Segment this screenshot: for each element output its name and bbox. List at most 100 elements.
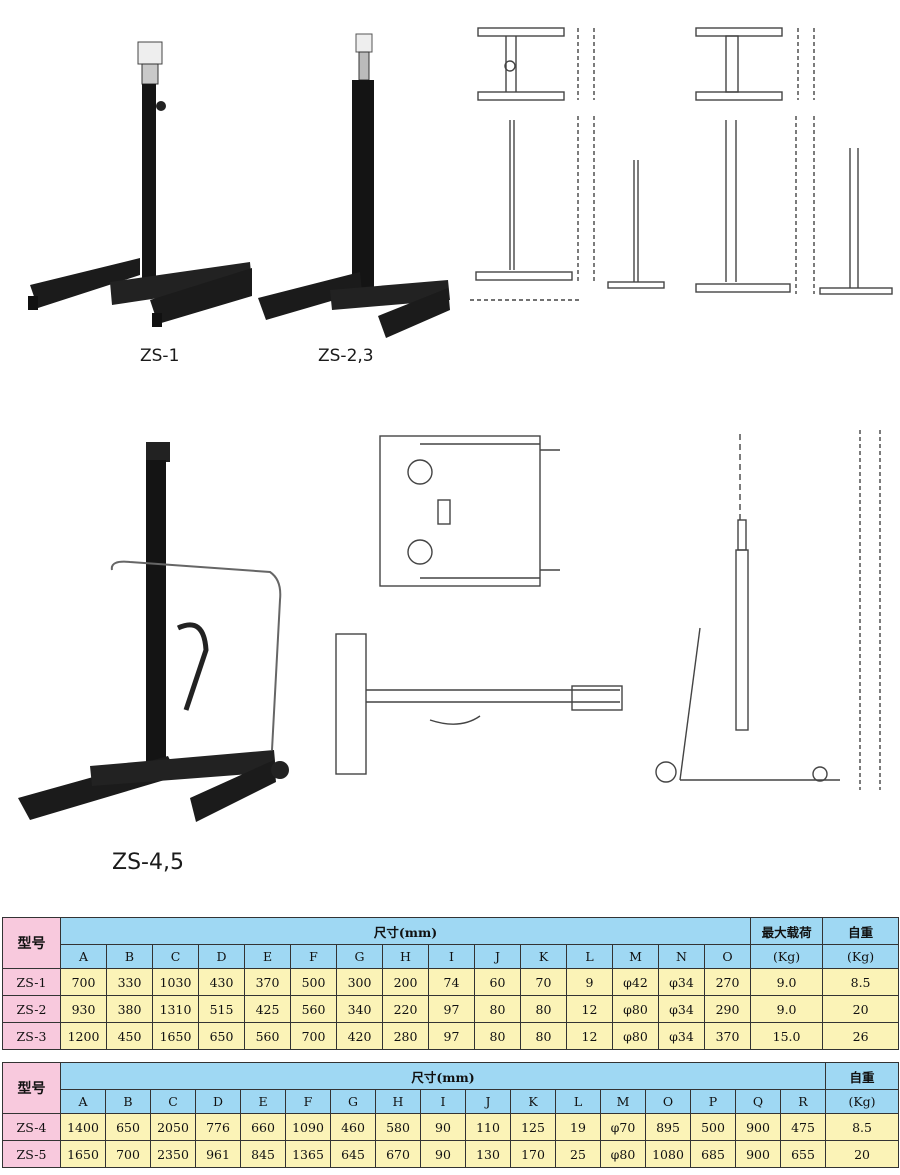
cell: 1310 — [152, 995, 199, 1023]
cell: 97 — [428, 1022, 475, 1050]
cell: 1090 — [285, 1113, 331, 1141]
zs45-dimension-drawings — [335, 430, 881, 790]
cell: 340 — [336, 995, 383, 1023]
cell: 130 — [465, 1140, 511, 1168]
column-header: G — [330, 1089, 376, 1114]
model-header: 型号 — [2, 1062, 61, 1114]
weight-cell: 8.5 — [822, 968, 900, 996]
zs1-caption: ZS-1 — [140, 346, 180, 366]
zs23-plan-view — [695, 27, 815, 101]
column-header: J — [474, 944, 521, 969]
zs23-photo — [258, 33, 450, 338]
weight-unit: (Kg) — [822, 944, 900, 969]
column-header: C — [152, 944, 199, 969]
model-header: 型号 — [2, 917, 61, 969]
spec-table-zs4-5: 型号 尺寸(mm) 自重 A B C D E F G H I J K L M O… — [2, 1062, 900, 1168]
cell: φ70 — [600, 1113, 646, 1141]
zs23-pad — [355, 33, 373, 53]
cell: 900 — [735, 1113, 781, 1141]
cell: 220 — [382, 995, 429, 1023]
cell: 1365 — [285, 1140, 331, 1168]
column-header: K — [520, 944, 567, 969]
weight-unit: (Kg) — [825, 1089, 900, 1114]
cell: 380 — [106, 995, 153, 1023]
cell: 300 — [336, 968, 383, 996]
cell: 170 — [510, 1140, 556, 1168]
cell: 700 — [290, 1022, 337, 1050]
cell: φ80 — [600, 1140, 646, 1168]
cell: 900 — [735, 1140, 781, 1168]
zs1-base-beam — [110, 262, 252, 305]
cell: 330 — [106, 968, 153, 996]
max-load-cell: 9.0 — [750, 995, 824, 1023]
row-model: ZS-3 — [2, 1022, 61, 1050]
cell: 500 — [690, 1113, 736, 1141]
zs1-base-leg-left — [30, 258, 140, 308]
column-header: A — [60, 944, 107, 969]
column-header: M — [612, 944, 659, 969]
zs45-caption: ZS-4,5 — [112, 850, 184, 875]
cell: 1400 — [60, 1113, 106, 1141]
cell: φ34 — [658, 968, 705, 996]
column-header: G — [336, 944, 383, 969]
cell: φ80 — [612, 995, 659, 1023]
zs45-plan-view-top — [379, 435, 560, 587]
cell: 19 — [555, 1113, 601, 1141]
cell: 25 — [555, 1140, 601, 1168]
cell: 700 — [60, 968, 107, 996]
cell: 200 — [382, 968, 429, 996]
row-model: ZS-4 — [2, 1113, 61, 1141]
cell: φ80 — [612, 1022, 659, 1050]
zs1-zs23-dimension-drawings — [470, 27, 893, 301]
weight-header: 自重 — [822, 917, 900, 945]
cell: 74 — [428, 968, 475, 996]
zs45-wheel — [271, 761, 289, 779]
cell: 430 — [198, 968, 245, 996]
cell: 660 — [240, 1113, 286, 1141]
table-row: ZS-2 930 380 1310 515 425 560 340 220 97… — [2, 995, 900, 1023]
table-row: ZS-3 1200 450 1650 650 560 700 420 280 9… — [2, 1022, 900, 1050]
row-model: ZS-2 — [2, 995, 61, 1023]
zs45-column — [146, 460, 166, 778]
cell: 60 — [474, 968, 521, 996]
cell: 515 — [198, 995, 245, 1023]
cell: 90 — [420, 1140, 466, 1168]
cell: 290 — [703, 995, 752, 1023]
cell: 930 — [60, 995, 107, 1023]
column-header: D — [198, 944, 245, 969]
cell: 1200 — [60, 1022, 107, 1050]
cell: 80 — [474, 995, 521, 1023]
cell: 125 — [510, 1113, 556, 1141]
cell: 670 — [375, 1140, 421, 1168]
cell: 420 — [336, 1022, 383, 1050]
column-header: H — [375, 1089, 421, 1114]
zs1-knob — [156, 101, 166, 111]
weight-cell: 8.5 — [825, 1113, 900, 1141]
cell: 560 — [290, 995, 337, 1023]
max-load-cell: 9.0 — [750, 968, 824, 996]
cell: 650 — [198, 1022, 245, 1050]
cell: 9 — [566, 968, 613, 996]
row-model: ZS-5 — [2, 1140, 61, 1168]
zs45-frame — [110, 560, 282, 751]
column-header: H — [382, 944, 429, 969]
zs1-photo — [28, 41, 252, 327]
zs1-zs23-photos — [28, 33, 450, 338]
cell: 80 — [474, 1022, 521, 1050]
column-header: M — [600, 1089, 646, 1114]
zs45-photo — [18, 442, 289, 822]
zs23-base-leg-right — [378, 288, 450, 338]
cell: 370 — [244, 968, 291, 996]
zs45-handle — [176, 622, 209, 711]
column-header: F — [290, 944, 337, 969]
zs45-base-leg-right — [190, 760, 276, 822]
cell: 700 — [105, 1140, 151, 1168]
zs1-front-view — [470, 116, 595, 301]
cell: 1650 — [60, 1140, 106, 1168]
cell: 2350 — [150, 1140, 196, 1168]
column-header: A — [60, 1089, 106, 1114]
cell: 70 — [520, 968, 567, 996]
zs23-side-view — [819, 148, 893, 295]
zs1-post-top — [141, 63, 159, 85]
column-header: E — [244, 944, 291, 969]
